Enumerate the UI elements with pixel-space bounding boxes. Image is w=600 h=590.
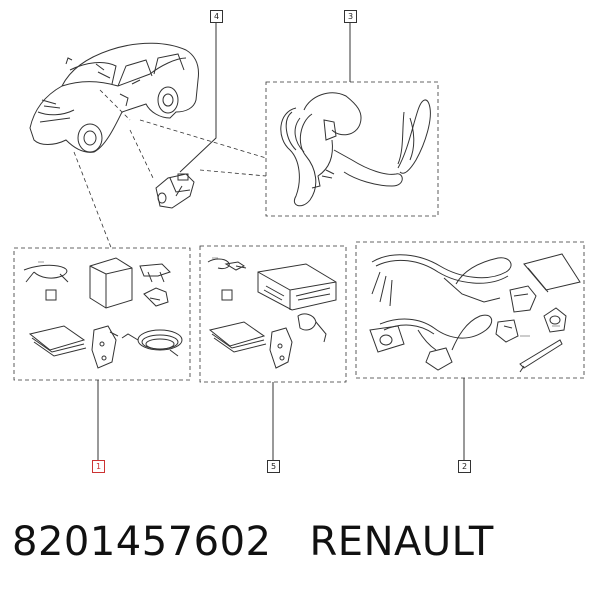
callout-4: 4 — [210, 10, 223, 23]
kit-contents-5 — [207, 258, 337, 369]
harness-3 — [280, 92, 431, 207]
brand-name: RENAULT — [309, 519, 494, 565]
part-number: 8201457602 — [12, 519, 272, 565]
car-illustration — [29, 42, 199, 153]
sensor-module-4 — [155, 173, 195, 209]
callout-1: 1 — [92, 460, 105, 473]
kit-contents-2 — [369, 253, 581, 373]
kit-contents-1 — [23, 257, 183, 369]
callout-3: 3 — [344, 10, 357, 23]
callout-5: 5 — [267, 460, 280, 473]
caption: 8201457602 RENAULT — [12, 512, 592, 572]
callout-2: 2 — [458, 460, 471, 473]
